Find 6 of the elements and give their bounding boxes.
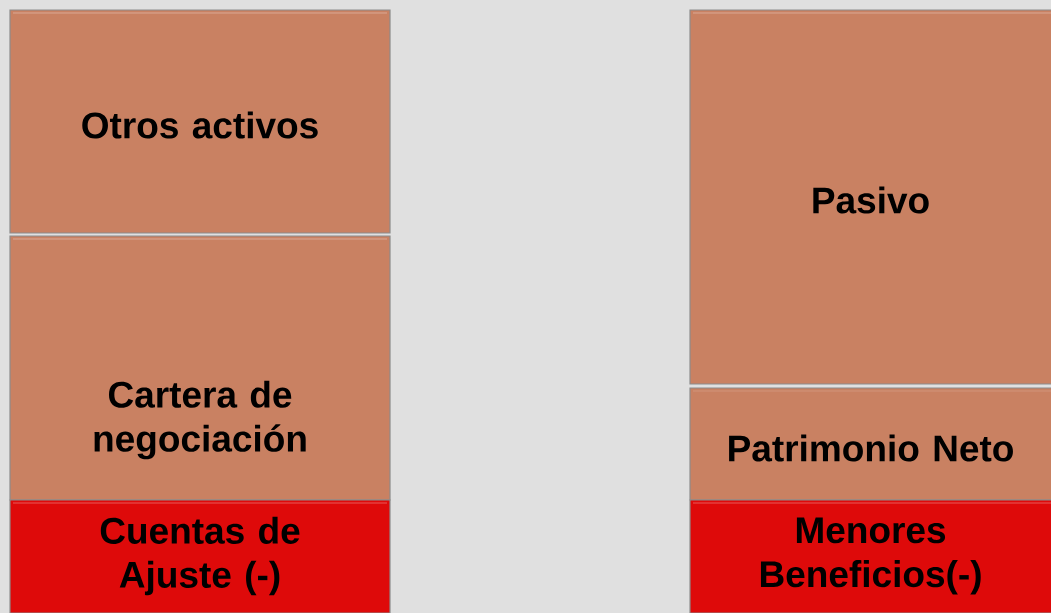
balance-block: Cuentas de Ajuste (-) xyxy=(9,499,391,613)
balance-block: Pasivo xyxy=(689,9,1051,385)
balance-block: Cartera de negociación xyxy=(9,235,391,501)
balance-block: Patrimonio Neto xyxy=(689,387,1051,501)
balance-block: Menores Beneficios(-) xyxy=(689,499,1051,613)
balance-block: Otros activos xyxy=(9,9,391,234)
